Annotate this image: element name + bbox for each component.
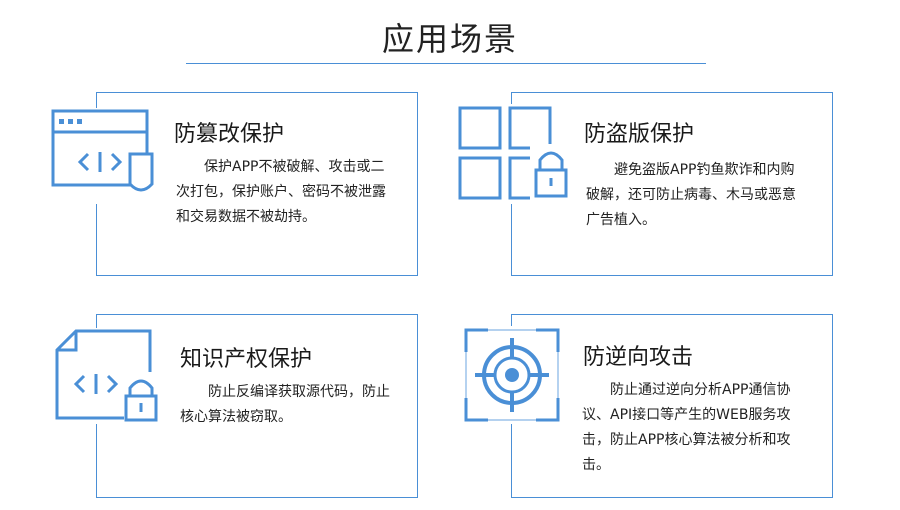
target-crosshair-icon <box>462 326 562 424</box>
card-title: 防逆向攻击 <box>583 345 694 370</box>
code-window-shield-icon <box>50 108 162 204</box>
card-description: 保护APP不被破解、攻击或二次打包，保护账户、密码不被泄露和交易数据不被劫持。 <box>176 159 386 225</box>
card-title: 防盗版保护 <box>584 122 695 147</box>
grid-lock-icon <box>456 104 574 204</box>
page-title: 应用场景 <box>381 20 518 58</box>
card-description: 防止通过逆向分析APP通信协议、API接口等产生的WEB服务攻击，防止APP核心… <box>582 382 791 473</box>
title-divider <box>186 63 706 64</box>
card-description: 防止反编译获取源代码，防止核心算法被窃取。 <box>180 384 390 425</box>
card-title: 知识产权保护 <box>180 347 313 372</box>
card-title: 防篡改保护 <box>174 122 285 147</box>
card-description: 避免盗版APP钓鱼欺诈和内购破解，还可防止病毒、木马或恶意广告植入。 <box>586 162 796 228</box>
card-anti-reverse-attack <box>511 314 833 498</box>
code-file-lock-icon <box>52 328 164 424</box>
